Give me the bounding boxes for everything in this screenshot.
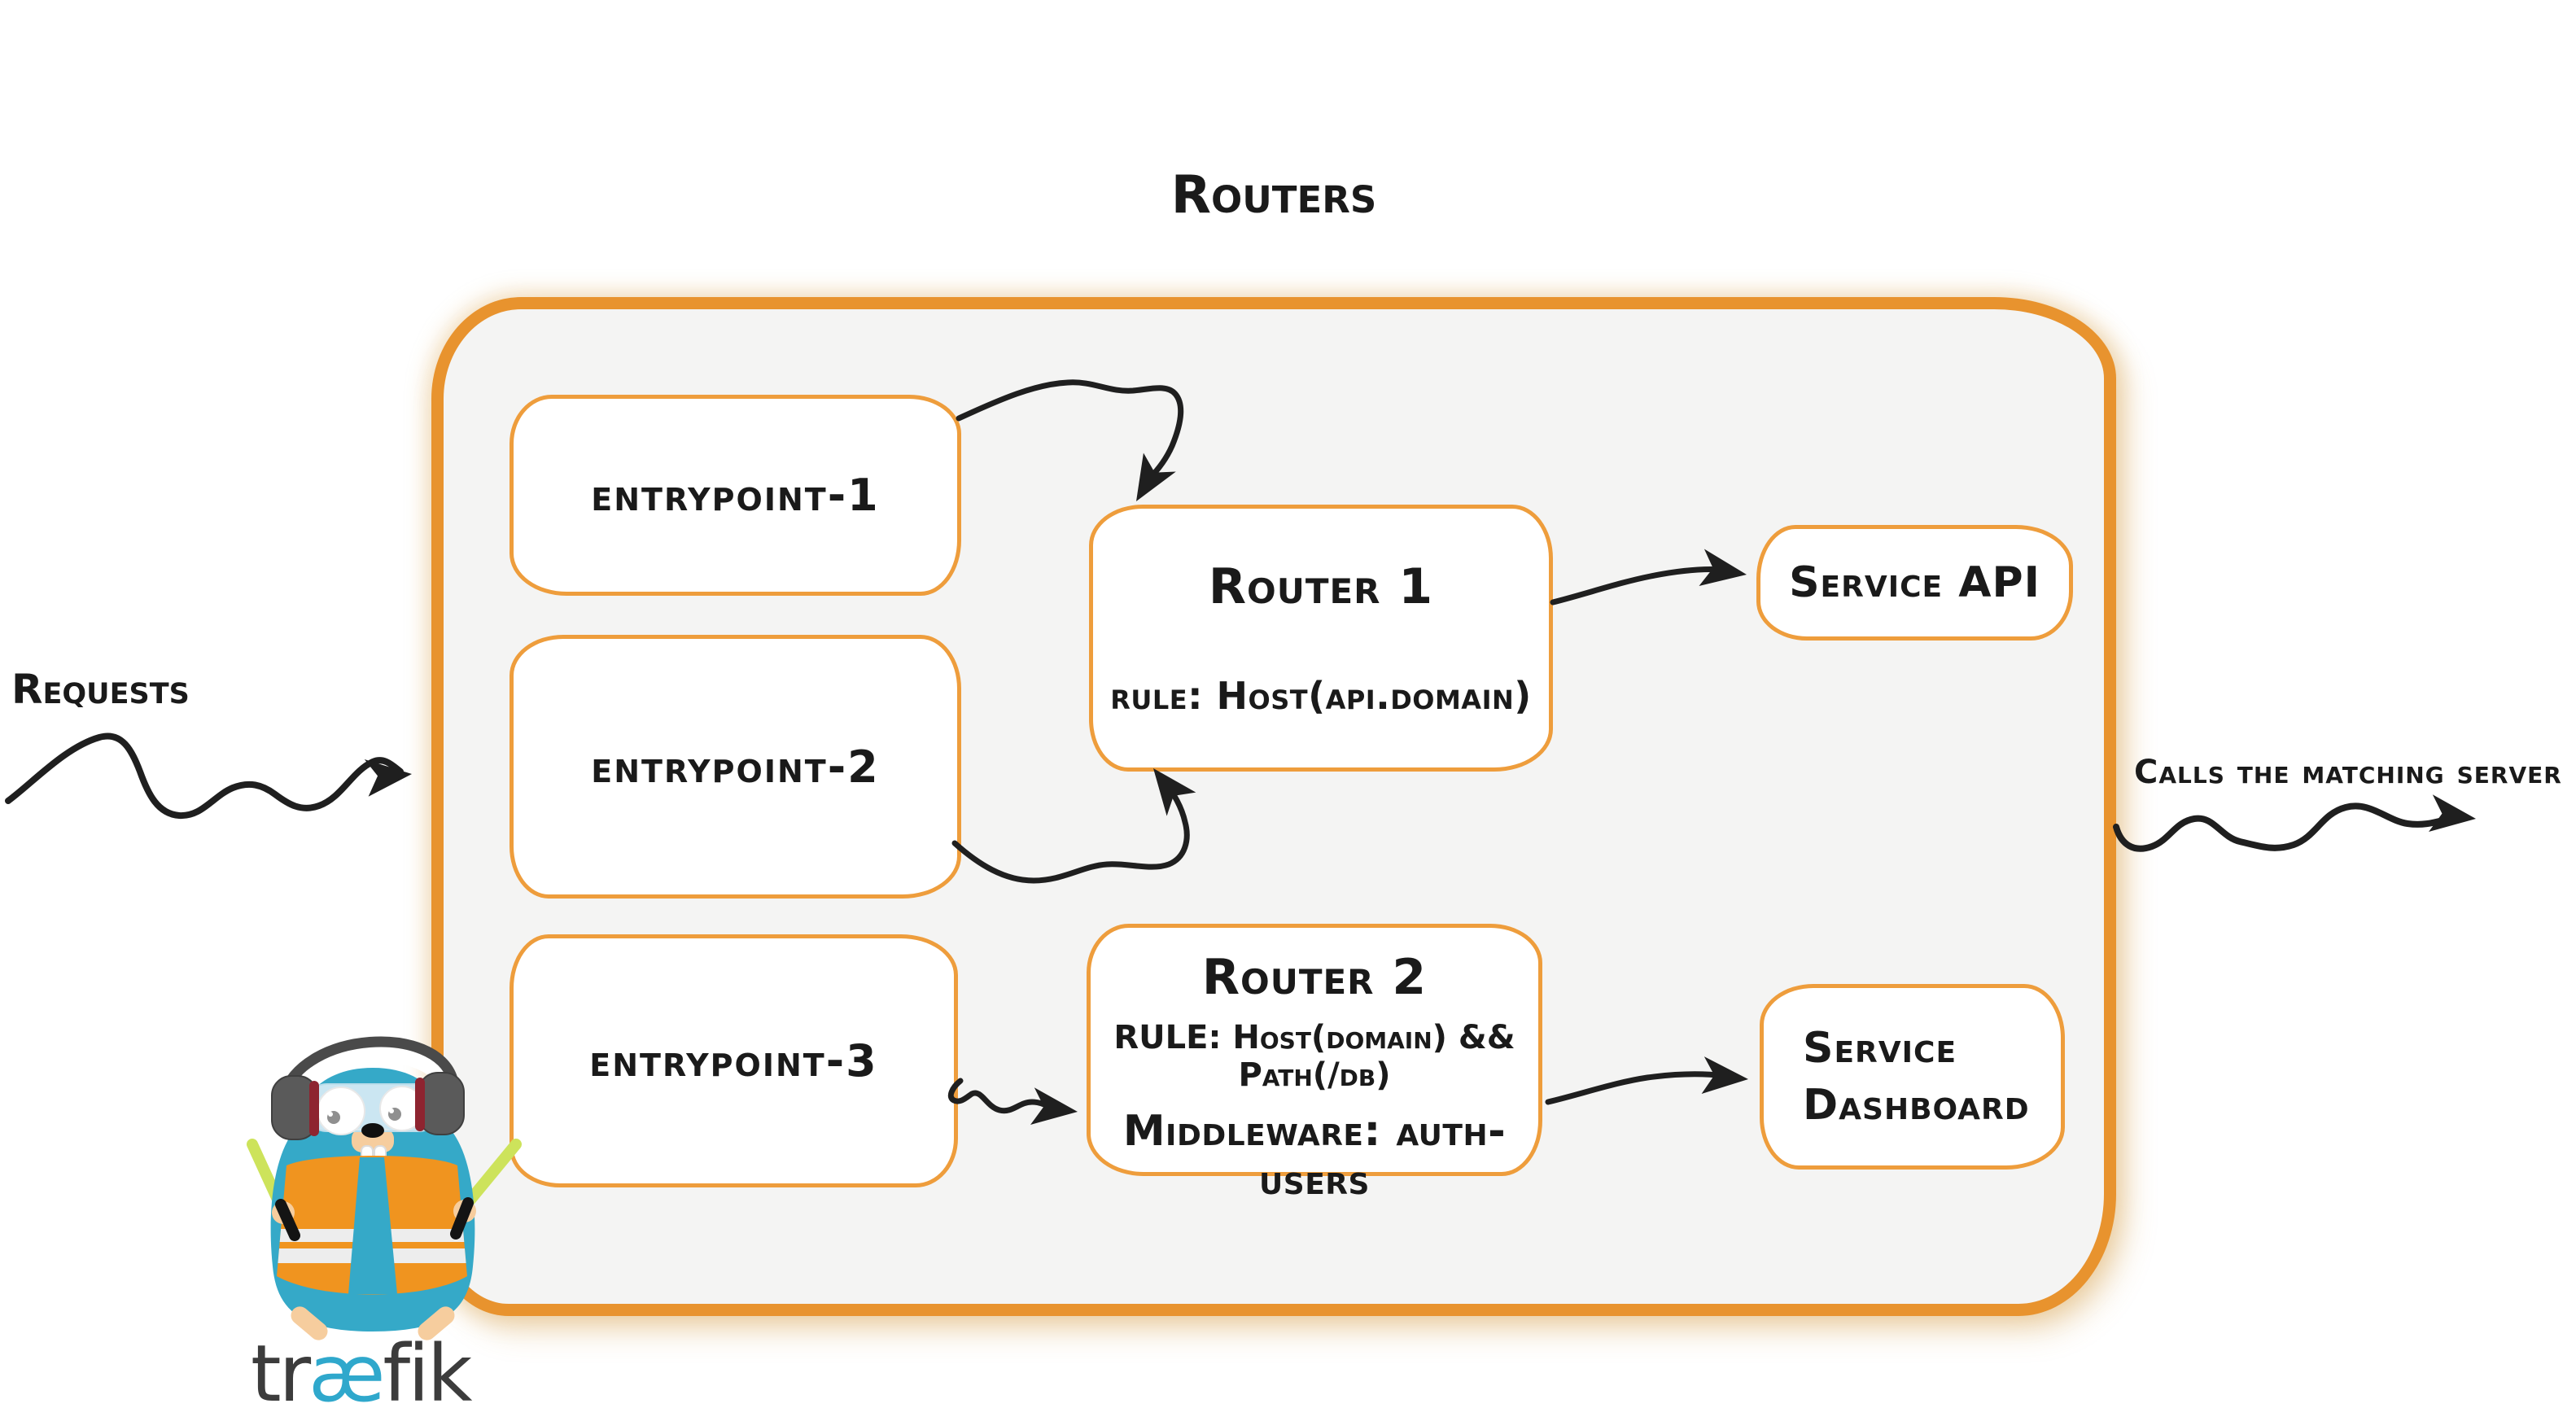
- router-1-rule: rule: Host(api.domain): [1110, 674, 1532, 718]
- gopher-vest: [277, 1156, 467, 1295]
- router-2-name: Router 2: [1201, 949, 1428, 1006]
- wordmark-pre: tr: [251, 1328, 311, 1408]
- service-dashboard-box: Service Dashboard: [1760, 984, 2065, 1170]
- router-1-name: Router 1: [1208, 558, 1434, 615]
- diagram-title: Routers: [1170, 165, 1377, 225]
- arrow-requests: [5, 732, 412, 820]
- router-2-middleware: Middleware: auth-users: [1122, 1107, 1507, 1205]
- entrypoint-1-label: entrypoint-1: [591, 470, 880, 521]
- router-1-box: Router 1 rule: Host(api.domain): [1089, 505, 1553, 772]
- wordmark-post: fik: [383, 1328, 472, 1408]
- traefik-logo: træfik: [230, 998, 604, 1408]
- gopher-feet: [291, 1306, 455, 1340]
- gopher-hands: [272, 1197, 476, 1241]
- gopher-headphones: [271, 1036, 465, 1140]
- entrypoint-3-label: entrypoint-3: [589, 1035, 878, 1087]
- entrypoint-3-box: entrypoint-3: [510, 934, 958, 1187]
- arrow-calls-matching-server: [2113, 794, 2476, 852]
- router-2-rule: RULE: Host(domain) && Path(/db): [1113, 1019, 1515, 1094]
- calls-matching-server-label: Calls the matching server: [2134, 754, 2562, 791]
- wordmark-ae: æ: [308, 1328, 385, 1408]
- entrypoint-2-label: entrypoint-2: [591, 741, 880, 793]
- entrypoint-2-box: entrypoint-2: [510, 635, 961, 899]
- router-2-box: Router 2 RULE: Host(domain) && Path(/db)…: [1087, 924, 1542, 1205]
- gopher-nose: [361, 1123, 384, 1138]
- service-dashboard-label-line1: Service: [1803, 1023, 1957, 1073]
- service-api-label: Service API: [1789, 558, 2040, 607]
- traefik-gopher-mascot: [247, 1036, 522, 1340]
- traefik-wordmark: træfik: [251, 1335, 472, 1408]
- service-dashboard-label-line2: Dashboard: [1803, 1081, 2030, 1130]
- entrypoint-1-box: entrypoint-1: [510, 395, 961, 596]
- service-api-box: Service API: [1756, 525, 2073, 641]
- requests-label: Requests: [11, 666, 190, 713]
